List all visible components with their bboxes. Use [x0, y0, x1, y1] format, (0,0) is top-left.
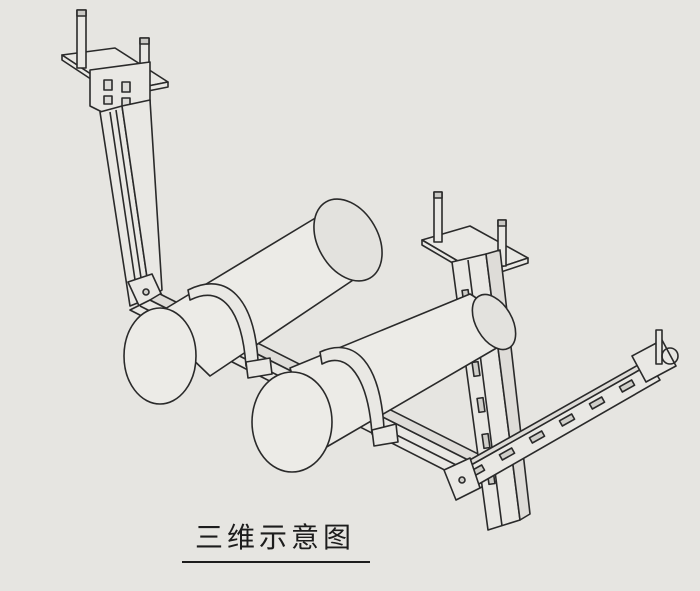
brace-hinge-bracket [631, 329, 679, 383]
upper-pipe [123, 198, 383, 405]
left-anchor-bolts [76, 9, 150, 83]
lower-pipe [251, 293, 517, 473]
upper-pipe-clamp [187, 283, 273, 379]
brace-lower-joint [443, 457, 481, 501]
left-vertical-channel [99, 99, 163, 307]
upper-pipe-near-end [123, 307, 197, 405]
upper-pipe-far-end [313, 198, 383, 282]
lower-pipe-far-end [471, 293, 517, 351]
right-anchor-bolts [433, 191, 507, 267]
figure-caption: 三维示意图 [194, 521, 355, 554]
caption-underline [182, 561, 370, 563]
lower-pipe-near-end [251, 371, 333, 473]
lower-pipe-clamp [319, 346, 399, 447]
